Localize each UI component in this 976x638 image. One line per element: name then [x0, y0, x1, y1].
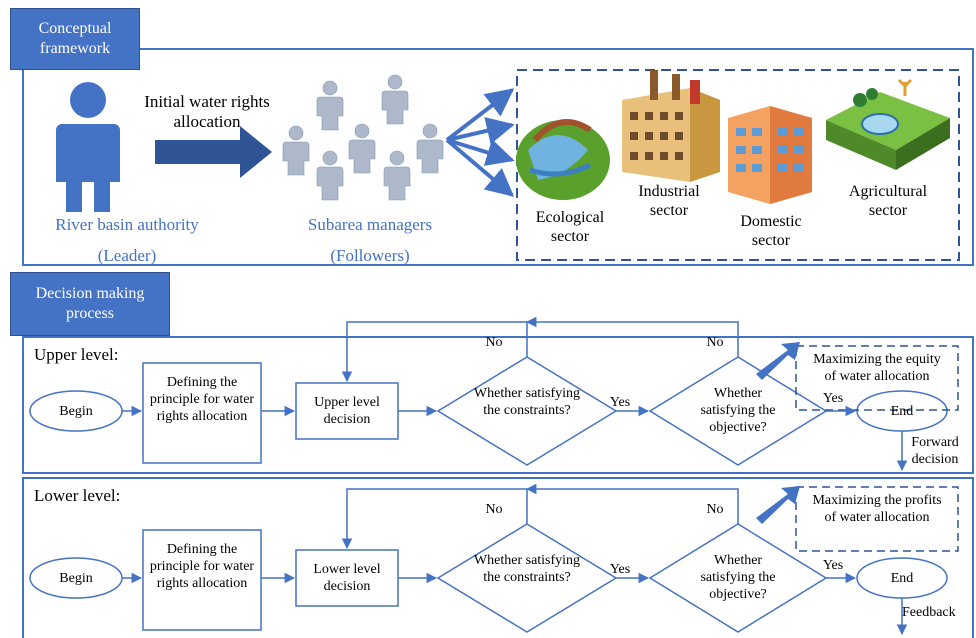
upper-yes-label-1: Yes	[609, 395, 631, 410]
upper-principle-node	[142, 362, 262, 464]
lower-objective-node	[648, 523, 828, 633]
lower-decision-label: Lower level decision	[313, 562, 381, 594]
upper-yes-label-2: Yes	[822, 391, 844, 406]
upper-goal-label: Maximizing the equity of water allocatio…	[813, 352, 941, 384]
agricultural-icon	[826, 78, 950, 170]
decision-tab: Decision making process	[10, 272, 170, 336]
lower-no-label-2: No	[706, 502, 724, 517]
upper-level-panel	[22, 336, 974, 474]
upper-constraints-node	[436, 356, 618, 466]
sector-fan-arrows	[445, 88, 515, 197]
upper-decision-node	[295, 382, 399, 440]
lower-objective-label: Whether satisfying the objective?	[700, 553, 776, 602]
industrial-icon	[622, 70, 720, 182]
ecological-label: Ecological sector	[535, 209, 605, 245]
followers-name: Subarea managers	[307, 215, 433, 234]
allocation-arrow-label: Initial water rights allocation	[144, 92, 270, 131]
lower-principle-node	[142, 529, 262, 631]
upper-principle-label: Defining the principle for water rights …	[149, 375, 255, 424]
lower-goal-arrow-icon	[756, 486, 800, 524]
upper-decision-label: Upper level decision	[314, 395, 380, 427]
upper-end-label: End	[890, 404, 914, 419]
ecological-icon	[516, 119, 610, 200]
lower-decision-node	[295, 549, 399, 607]
lower-yes-label-2: Yes	[822, 558, 844, 573]
domestic-icon	[728, 106, 812, 204]
lower-goal-label: Maximizing the profits of water allocati…	[812, 493, 942, 525]
industrial-label: Industrial sector	[638, 183, 700, 219]
lower-no-label-1: No	[485, 502, 503, 517]
lower-goal-box	[795, 486, 959, 552]
allocation-arrow-icon	[155, 126, 272, 178]
lower-yes-label-1: Yes	[609, 562, 631, 577]
upper-no-label-2: No	[706, 335, 724, 350]
upper-level-title: Upper level:	[34, 345, 119, 364]
lower-begin-label: Begin	[59, 571, 93, 586]
upper-no-label-1: No	[485, 335, 503, 350]
upper-goal-arrow-icon	[756, 342, 800, 380]
upper-goal-box	[795, 345, 959, 411]
upper-constraints-label: Whether satisfying the constraints?	[473, 386, 581, 418]
lower-end-label: End	[890, 571, 914, 586]
lower-constraints-node	[436, 523, 618, 633]
lower-principle-label: Defining the principle for water rights …	[149, 542, 255, 591]
feedback-label: Feedback	[902, 605, 956, 620]
lower-level-title: Lower level:	[34, 486, 121, 505]
upper-begin-label: Begin	[59, 404, 93, 419]
followers-role: (Followers)	[330, 246, 410, 265]
conceptual-panel	[22, 48, 974, 266]
conceptual-tab: Conceptual framework	[10, 8, 140, 70]
leader-name: River basin authority	[55, 215, 199, 234]
upper-objective-label: Whether satisfying the objective?	[700, 386, 776, 435]
leader-role: (Leader)	[97, 246, 157, 265]
agricultural-label: Agricultural sector	[848, 183, 928, 219]
leader-person-icon	[56, 82, 120, 212]
lower-level-panel	[22, 477, 974, 638]
lower-constraints-label: Whether satisfying the constraints?	[473, 553, 581, 585]
domestic-label: Domestic sector	[740, 213, 802, 249]
forward-decision-label: Forward decision	[911, 435, 959, 467]
